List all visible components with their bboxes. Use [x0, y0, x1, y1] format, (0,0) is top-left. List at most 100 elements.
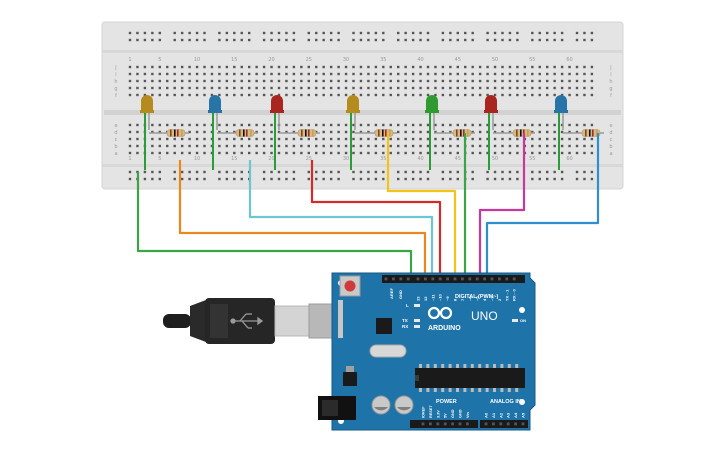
crystal: [369, 344, 407, 358]
digital-label: DIGITAL (PWM~): [455, 294, 499, 300]
power-pin-label: Vin: [466, 411, 470, 418]
power-pin-label: RESET: [429, 405, 433, 418]
atmega-chip: [415, 368, 525, 388]
column-number: 45: [455, 57, 461, 63]
digital-pin-label: RX←0: [512, 288, 517, 301]
analog-pin-label: A5: [521, 412, 526, 418]
analog-pin-label: A4: [513, 412, 518, 418]
rx-label: RX: [402, 324, 408, 329]
digital-pin-label: TX→1: [504, 289, 509, 301]
wire-orange: [178, 160, 427, 273]
analog-pin-label: A3: [506, 412, 511, 418]
analog-pin-header[interactable]: [480, 420, 528, 428]
led-red[interactable]: [484, 95, 498, 170]
aref-label: AREF: [389, 288, 394, 299]
row-letter: d: [114, 130, 117, 136]
power-pin-label: GND: [451, 409, 455, 418]
analog-pin-label: A0: [484, 412, 489, 418]
led-blue[interactable]: [208, 95, 222, 170]
analog-pin-label: A1: [491, 412, 496, 418]
led-yellow[interactable]: [140, 95, 154, 170]
analog-label: ANALOG IN: [490, 399, 521, 405]
led-yellow[interactable]: [346, 95, 360, 170]
capacitors: [371, 395, 414, 415]
arduino-infinity-logo: [427, 306, 453, 320]
row-letter: c: [610, 137, 613, 143]
column-number: 10: [194, 156, 200, 162]
digital-pin-label: 4: [482, 298, 487, 301]
digital-pin-label: ~3: [490, 296, 495, 301]
l-label: L: [406, 303, 409, 308]
row-letter: i: [610, 72, 611, 78]
row-letter: h: [609, 79, 612, 85]
column-number: 55: [529, 57, 535, 63]
column-number: 25: [306, 156, 312, 162]
led-blue[interactable]: [554, 95, 568, 170]
row-letter: h: [114, 79, 117, 85]
resistor[interactable]: [355, 129, 397, 137]
column-number: 45: [455, 156, 461, 162]
digital-pin-header[interactable]: [382, 275, 525, 283]
resistor[interactable]: [217, 129, 258, 137]
column-number: 50: [492, 57, 498, 63]
column-number: 25: [306, 57, 312, 63]
wire-blue: [485, 133, 600, 273]
wire-red: [310, 160, 442, 273]
reset-button[interactable]: [339, 275, 361, 297]
led-green[interactable]: [425, 95, 439, 170]
wire-magenta: [478, 133, 526, 273]
breadboard-holes: [128, 31, 594, 181]
usb-icon: [230, 313, 264, 329]
wire-cyan: [248, 160, 434, 273]
model-text: UNO: [471, 309, 498, 323]
column-number: 15: [231, 57, 237, 63]
column-number: 20: [268, 156, 274, 162]
led-red[interactable]: [270, 95, 284, 170]
resistor[interactable]: [149, 129, 189, 137]
column-number: 15: [231, 156, 237, 162]
column-number: 50: [492, 156, 498, 162]
power-label: POWER: [436, 399, 457, 405]
row-letter: a: [114, 151, 117, 157]
row-letter: g: [609, 86, 612, 92]
resistor[interactable]: [279, 129, 320, 137]
voltage-regulator: [343, 366, 357, 386]
usb-cable: [163, 298, 338, 344]
digital-pin-label: 12: [423, 296, 428, 301]
row-letter: j: [609, 65, 611, 71]
row-letter: e: [114, 123, 117, 129]
column-number: 40: [417, 57, 423, 63]
digital-pin-label: 7: [460, 298, 465, 301]
row-letter: d: [609, 130, 612, 136]
power-pin-header[interactable]: [410, 420, 478, 428]
power-jack[interactable]: [318, 396, 356, 420]
digital-pin-label: ~9: [445, 296, 450, 301]
column-number: 1: [128, 57, 131, 63]
status-leds: [414, 304, 518, 328]
row-letter: j: [114, 65, 116, 71]
digital-pin-label: ~10: [438, 293, 443, 301]
power-pin-label: 3.3V: [436, 410, 440, 418]
resistor[interactable]: [434, 129, 475, 137]
digital-pin-label: ~6: [467, 296, 472, 301]
row-letter: b: [609, 144, 612, 150]
row-letter: b: [114, 144, 117, 150]
row-letter: f: [610, 93, 612, 99]
digital-pin-label: ~5: [475, 296, 480, 301]
column-number: 40: [417, 156, 423, 162]
gnd-label: GND: [398, 290, 403, 299]
column-number: 60: [566, 156, 572, 162]
power-pin-label: IOREF: [422, 406, 426, 418]
tx-label: TX: [402, 318, 408, 323]
power-pin-label: 5V: [444, 413, 448, 418]
column-number: 1: [128, 156, 131, 162]
